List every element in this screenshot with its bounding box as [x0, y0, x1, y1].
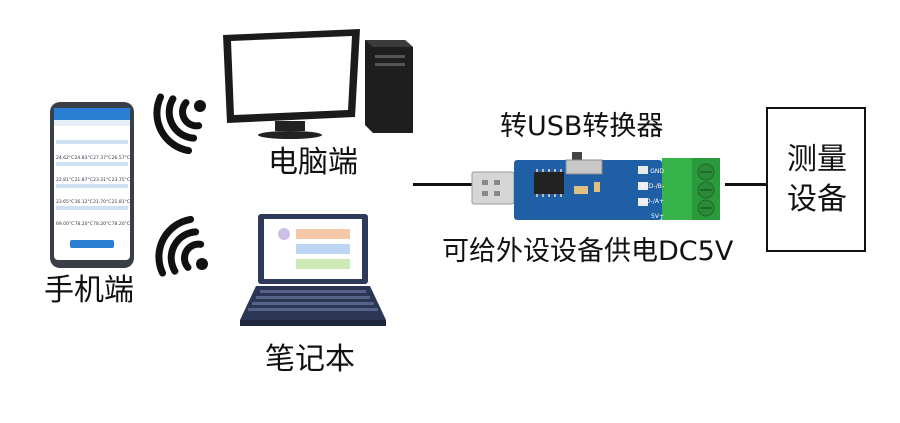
- desktop-label: 电脑端: [268, 145, 358, 180]
- terminal-label-gnd: GND: [650, 168, 664, 175]
- connection-line: [725, 183, 767, 186]
- measurement-device-box: 测量 设备: [766, 107, 866, 252]
- device-label-line2: 设备: [787, 182, 847, 217]
- wifi-icon: [152, 214, 216, 284]
- terminal-label-rxd: RXD-/B-: [640, 183, 664, 190]
- usb-converter-illustration: GND RXD-/B- TXD-/A+ 5V+: [470, 152, 725, 224]
- device-label-line1: 测量: [787, 142, 847, 177]
- wifi-icon: [150, 84, 214, 155]
- desktop-computer-illustration: [215, 25, 415, 140]
- laptop-label: 笔记本: [265, 342, 355, 377]
- mobile-label: 手机端: [44, 273, 134, 308]
- converter-title: 转USB转换器: [500, 111, 664, 142]
- terminal-label-txd: TXD-/A+: [638, 198, 664, 205]
- connection-line: [413, 183, 473, 186]
- terminal-label-5v: 5V+: [651, 213, 664, 220]
- laptop-illustration: [238, 212, 388, 330]
- power-note: 可给外设设备供电DC5V: [442, 236, 734, 267]
